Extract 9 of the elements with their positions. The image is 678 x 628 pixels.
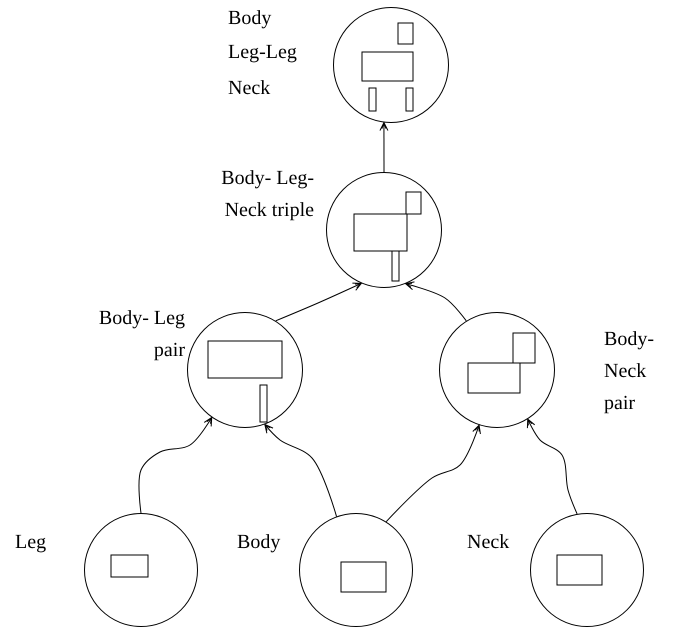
node-label: Leg-Leg [228, 40, 298, 65]
node-label: Body- Leg-Neck triple [220, 166, 314, 223]
node-label: Leg [15, 530, 48, 555]
node-label: Body- Leg pair [98, 306, 185, 363]
node-label: Body- Neck pair [604, 327, 655, 416]
node-label: Body [237, 530, 282, 555]
node-label: Neck [467, 530, 510, 555]
node-label: Neck [228, 76, 272, 101]
node-label: Body [228, 6, 272, 31]
